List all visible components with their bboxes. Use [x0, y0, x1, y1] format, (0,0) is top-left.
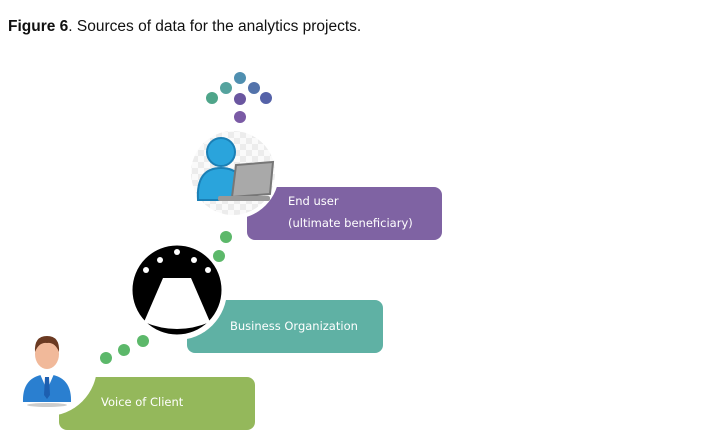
business-organization-label: Business Organization	[230, 319, 358, 333]
voice-of-client-box	[59, 377, 255, 430]
figure-label: Figure 6	[8, 18, 69, 35]
voice-of-client-label: Voice of Client	[101, 395, 184, 409]
figure-caption: Figure 6. Sources of data for the analyt…	[8, 18, 361, 36]
business-meeting-icon	[129, 242, 225, 338]
client-person-icon	[22, 336, 72, 407]
end-user-label: End user (ultimate beneficiary)	[288, 190, 413, 234]
connector-dots	[100, 231, 232, 364]
caption-text: . Sources of data for the analytics proj…	[68, 18, 362, 35]
end-user-box	[247, 187, 442, 240]
business-organization-box	[187, 300, 383, 353]
end-user-subtitle: (ultimate beneficiary)	[288, 216, 413, 230]
dot-cluster-icon	[206, 72, 272, 123]
end-user-title: End user	[288, 194, 339, 208]
end-user-laptop-icon	[191, 131, 275, 215]
